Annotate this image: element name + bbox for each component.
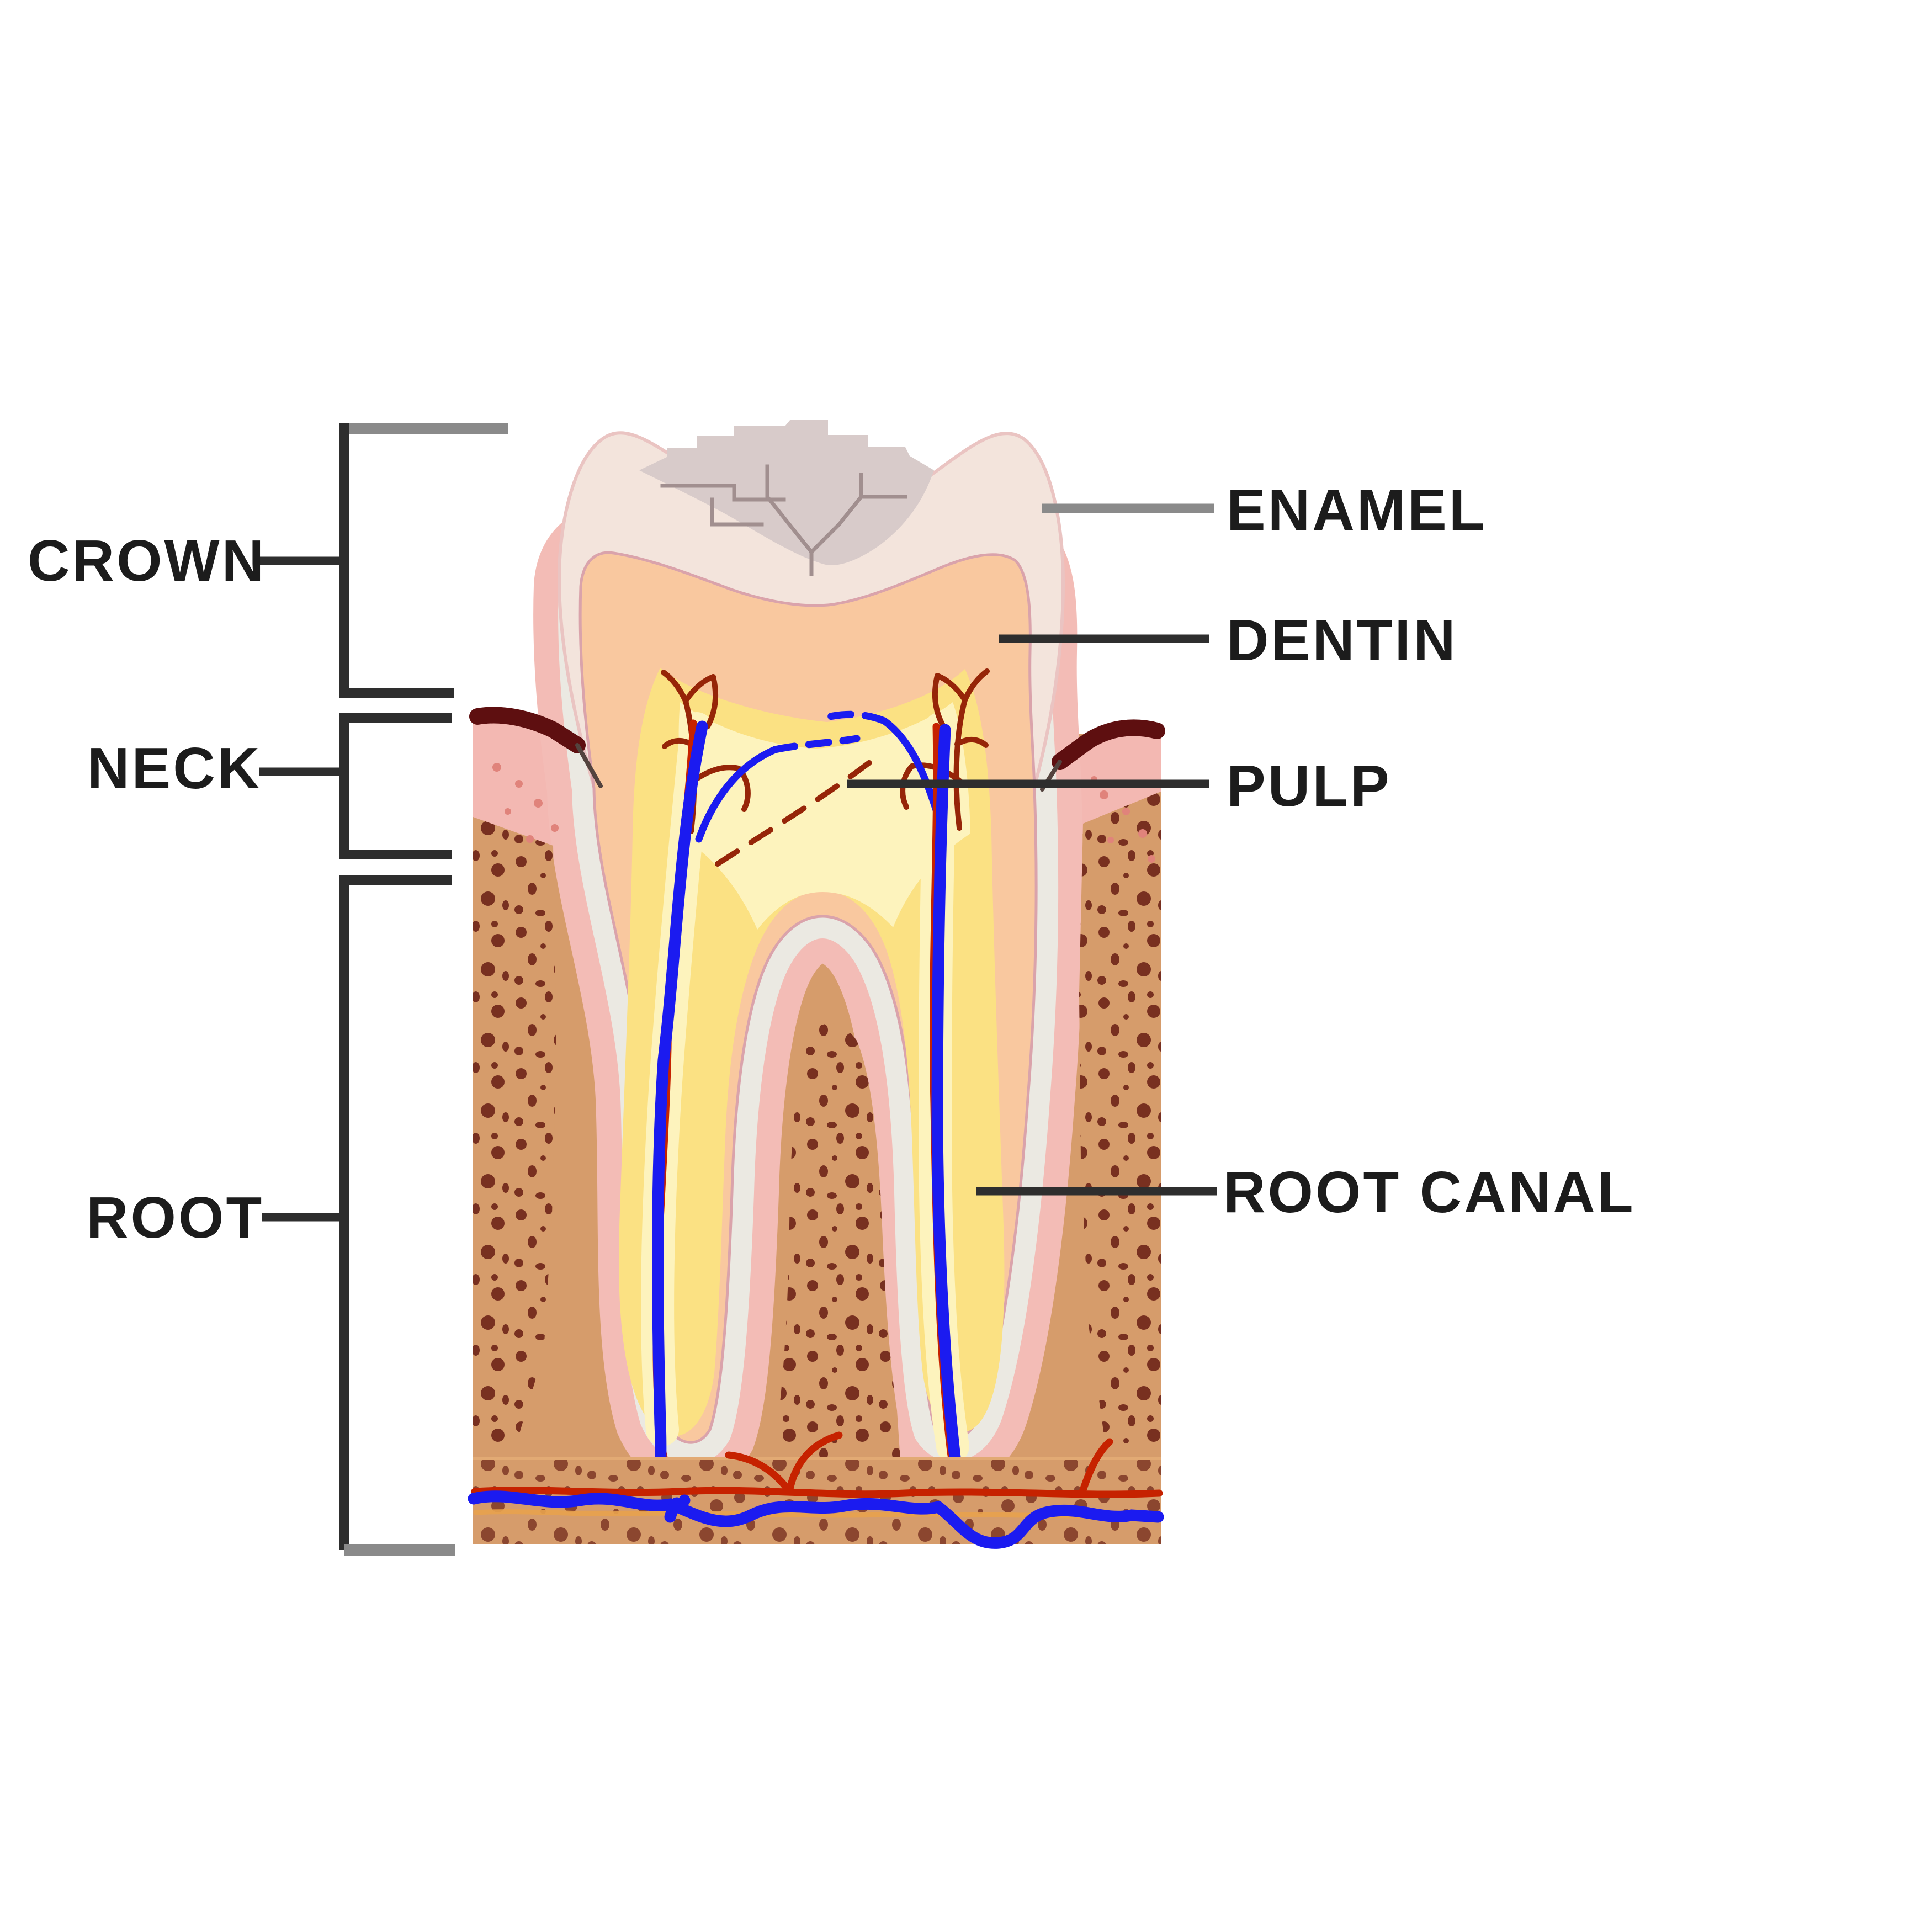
enamel-cracks	[660, 464, 907, 576]
bracket-crown	[339, 423, 508, 698]
crevice-left-edge	[575, 743, 603, 788]
vein-network	[468, 1490, 1164, 1549]
bone-bottom-strip	[473, 1457, 1161, 1544]
bracket-neck	[339, 713, 452, 859]
crevice-left	[469, 707, 586, 753]
leader-lines	[258, 503, 1217, 1222]
root-canal-vessels	[652, 719, 976, 1538]
brackets	[339, 423, 508, 1556]
pulp-vein-right	[880, 717, 941, 818]
pulp-artery-center	[715, 753, 880, 867]
bracket-root	[339, 875, 455, 1556]
root-canal-vein-left	[652, 720, 708, 1523]
vessel-orange-line	[473, 1509, 1162, 1519]
label-pulp: PULP	[1227, 753, 1392, 819]
label-root-canal: ROOT CANAL	[1223, 1160, 1636, 1225]
illustration	[468, 420, 1165, 1549]
label-crown: CROWN	[28, 528, 266, 593]
label-neck: NECK	[87, 736, 262, 801]
crevice-right	[1052, 719, 1165, 770]
label-root: ROOT	[86, 1185, 264, 1250]
bottom-vessel-network	[468, 1431, 1164, 1549]
artery-network	[471, 1431, 1163, 1498]
worn-occlusal-surface	[639, 420, 934, 565]
label-dentin: DENTIN	[1227, 608, 1458, 673]
pulp-vein-left-branch	[771, 735, 861, 753]
labels: CROWN NECK ROOT ENAMEL DENTIN PULP ROOT …	[28, 477, 1636, 1250]
pulp-vein-left	[695, 746, 779, 843]
label-enamel: ENAMEL	[1227, 477, 1487, 543]
pulp-vein-right-branch	[818, 710, 888, 725]
